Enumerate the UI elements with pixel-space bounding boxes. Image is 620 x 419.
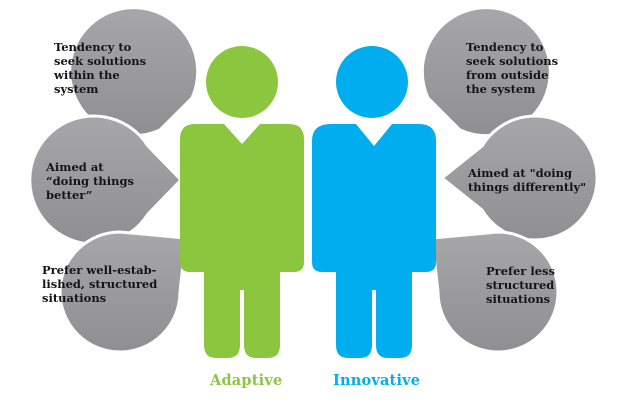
bubble-left-2-text: Aimed at “doing things better” bbox=[46, 160, 135, 202]
bubble-right-1-text: Tendency to seek solutions from outside … bbox=[466, 40, 559, 96]
adaptive-figure bbox=[180, 46, 304, 358]
bubble-right-2-text: Aimed at "doing things differently" bbox=[468, 166, 587, 194]
bubble-left-3-text: Prefer well-estab- lished, structured si… bbox=[42, 263, 158, 305]
adaptive-label: Adaptive bbox=[210, 372, 283, 389]
innovative-figure-body bbox=[312, 124, 436, 358]
bubble-right-3 bbox=[430, 230, 560, 354]
innovative-figure bbox=[312, 46, 436, 358]
adaptive-figure-body bbox=[180, 124, 304, 358]
bubble-left-3 bbox=[58, 230, 188, 354]
bubble-right-3-text: Prefer less structured situations bbox=[486, 264, 555, 306]
bubble-left-1-text: Tendency to seek solutions within the sy… bbox=[54, 40, 147, 96]
adaptive-figure-head bbox=[206, 46, 278, 118]
innovative-label: Innovative bbox=[333, 372, 421, 389]
innovative-figure-head bbox=[336, 46, 408, 118]
